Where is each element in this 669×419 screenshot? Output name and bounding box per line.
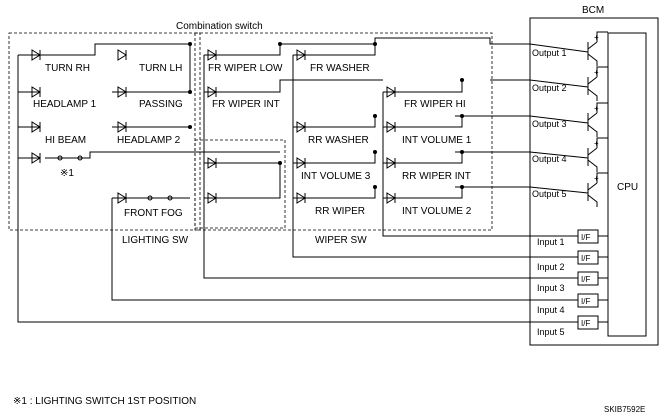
label-rr-wiper: RR WIPER: [315, 206, 365, 217]
label-turn-lh: TURN LH: [139, 63, 182, 74]
label-int-volume-1: INT VOLUME 1: [402, 135, 472, 146]
label-front-fog: FRONT FOG: [124, 208, 183, 219]
input-interfaces: I/F I/F I/F I/F I/F: [577, 229, 608, 330]
svg-text:+: +: [594, 139, 599, 148]
output-1-label: Output 1: [532, 48, 567, 58]
label-int-volume-3: INT VOLUME 3: [301, 171, 371, 182]
svg-text:+: +: [594, 33, 599, 42]
wiper-switch-circuits: [203, 42, 464, 204]
cpu-box: [607, 32, 647, 337]
wiper-switch-enclosure: [194, 32, 493, 231]
svg-text:I/F: I/F: [581, 254, 590, 263]
svg-text:I/F: I/F: [581, 319, 590, 328]
svg-text:I/F: I/F: [581, 233, 590, 242]
label-hi-beam: HI BEAM: [45, 135, 86, 146]
output-2-label: Output 2: [532, 83, 567, 93]
bcm-box: [529, 17, 659, 346]
label-fr-wiper-low: FR WIPER LOW: [208, 63, 283, 74]
svg-text:I/F: I/F: [581, 275, 590, 284]
wiper-sw-label: WIPER SW: [315, 235, 367, 246]
label-rr-wiper-int: RR WIPER INT: [402, 171, 471, 182]
lighting-switch-enclosure: [8, 32, 201, 231]
label-headlamp-2: HEADLAMP 2: [117, 135, 181, 146]
svg-text:I/F: I/F: [581, 297, 590, 306]
cpu-label: CPU: [617, 182, 638, 193]
svg-text:+: +: [594, 68, 599, 77]
footnote: ※1 : LIGHTING SWITCH 1ST POSITION: [13, 396, 196, 407]
lighting-sw-label: LIGHTING SW: [122, 235, 189, 246]
shared-switch-enclosure: [194, 139, 286, 229]
output-3-label: Output 3: [532, 119, 567, 129]
label-note-1: ※1: [60, 168, 74, 179]
input-4-label: Input 4: [537, 305, 565, 315]
input-2-label: Input 2: [537, 262, 565, 272]
output-wires: [280, 37, 589, 194]
output-4-label: Output 4: [532, 154, 567, 164]
label-rr-washer: RR WASHER: [308, 135, 369, 146]
label-turn-rh: TURN RH: [45, 63, 90, 74]
combination-switch-title: Combination switch: [176, 21, 263, 32]
label-int-volume-2: INT VOLUME 2: [402, 206, 472, 217]
reference-code: SKIB7592E: [604, 405, 645, 414]
input-3-label: Input 3: [537, 283, 565, 293]
svg-text:+: +: [594, 104, 599, 113]
input-wires: [17, 55, 578, 323]
label-fr-wiper-int: FR WIPER INT: [212, 99, 280, 110]
svg-text:+: +: [594, 174, 599, 183]
input-5-label: Input 5: [537, 327, 565, 337]
label-fr-wiper-hi: FR WIPER HI: [404, 99, 466, 110]
label-passing: PASSING: [139, 99, 183, 110]
bcm-title: BCM: [582, 5, 604, 16]
lighting-switch-circuits: [17, 42, 280, 204]
output-5-label: Output 5: [532, 189, 567, 199]
input-1-label: Input 1: [537, 237, 565, 247]
label-headlamp-1: HEADLAMP 1: [33, 99, 97, 110]
output-transistors: + + + + +: [587, 31, 608, 207]
label-fr-washer: FR WASHER: [310, 63, 370, 74]
